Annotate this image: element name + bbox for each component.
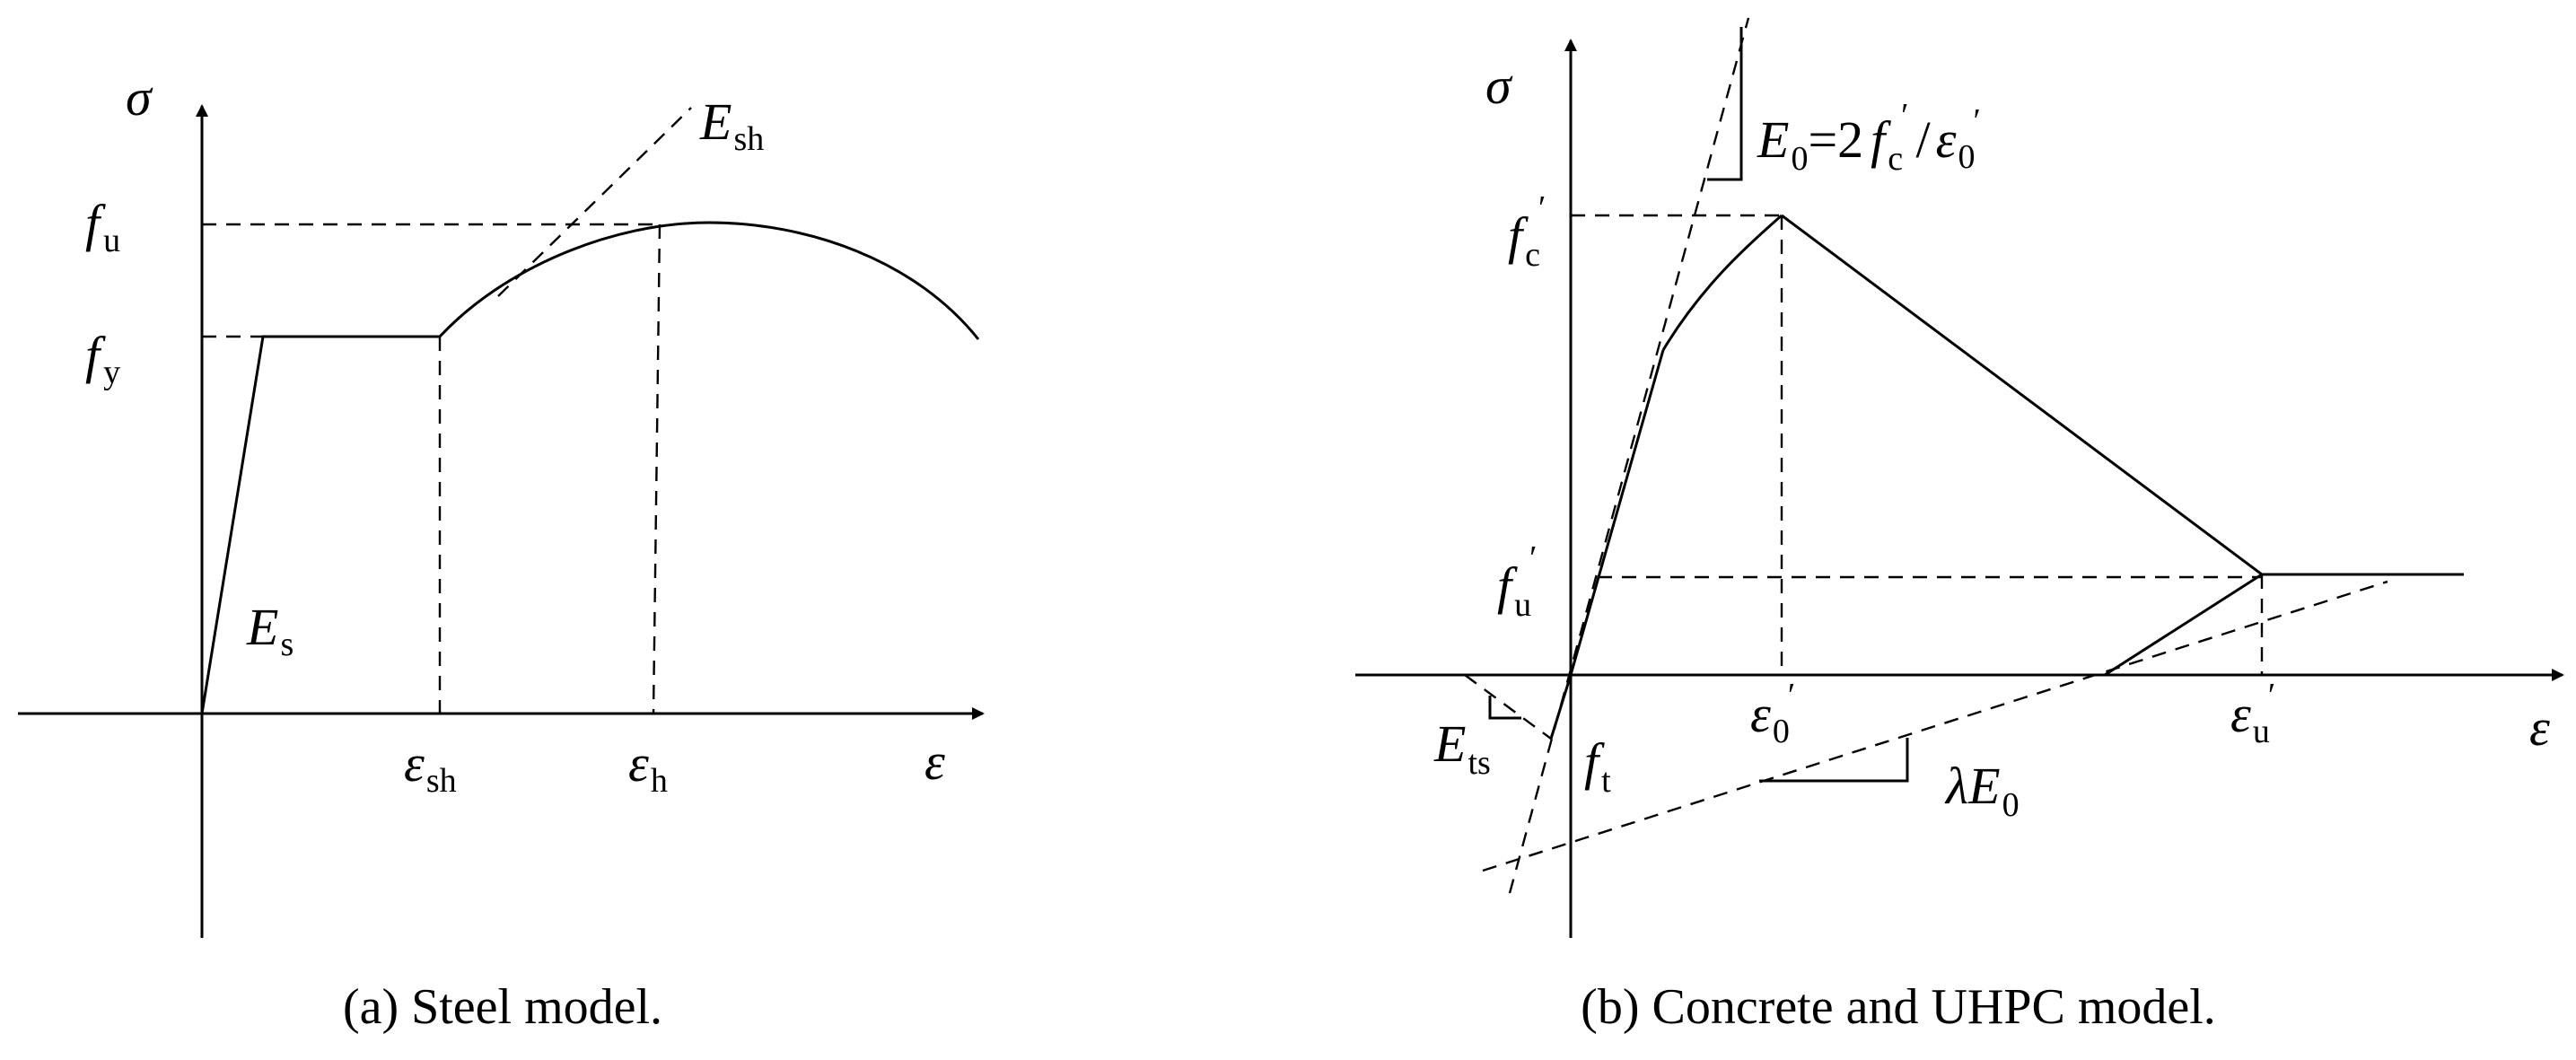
a-caption: (a) Steel model. [343,979,662,1035]
a-epsilon-label: ε [924,732,945,791]
b-ft-label: ft [1584,732,1611,800]
a-eps-h-dash [652,223,662,714]
b-sigma-label: σ [1485,57,1513,115]
a-elastic-plateau-line [200,335,440,714]
a-sigma-label: σ [126,68,153,127]
b-lambda-e0-dash [1482,580,2388,872]
a-esh-tangent-dash [497,107,692,297]
b-lambda-e0-label: λE0 [1944,757,2020,824]
b-unload-line [2104,573,2263,677]
b-ets-label: Ets [1433,714,1491,782]
b-elastic-line [1569,349,1665,676]
b-e0-slope-triangle [1707,27,1743,181]
a-hardening-curve [438,221,980,340]
b-descending-line [1781,214,2464,576]
b-lambda-slope-triangle [1759,738,1909,783]
a-es-label: Es [246,598,294,663]
b-fc-label: fc′ [1508,189,1546,274]
a-eps-sh-label: εsh [404,734,457,800]
b-epsilon-label: ε [2529,698,2550,757]
b-ets-dash [1464,674,1552,740]
b-ascending-curve [1661,214,1783,351]
b-eps0-label: ε0′ [1750,677,1795,750]
b-caption: (b) Concrete and UHPC model. [1581,979,2216,1035]
b-e0-tangent-dash [1508,17,1750,894]
a-esh-label: Esh [699,92,764,158]
b-epsu-label: εu′ [2230,677,2275,750]
b-ets-slope-triangle [1488,696,1521,720]
a-eps-h-label: εh [628,734,668,800]
b-fu-label: fu′ [1497,539,1537,624]
